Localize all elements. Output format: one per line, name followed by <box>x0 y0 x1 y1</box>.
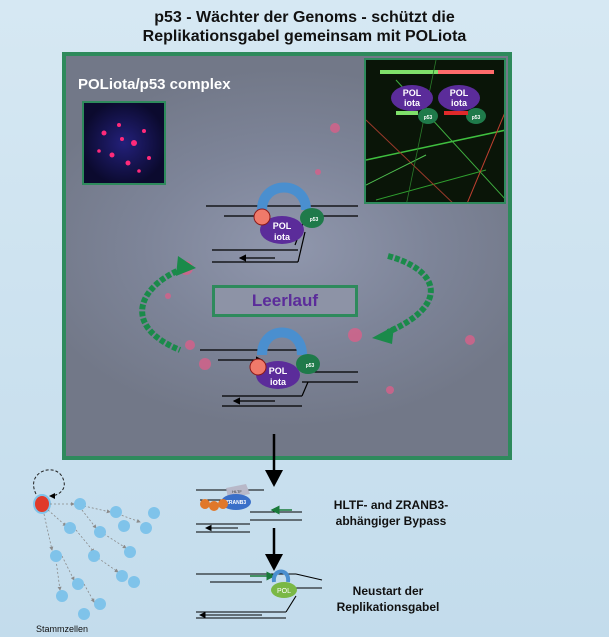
panel-label: POLiota/p53 complex <box>78 76 231 93</box>
pol-label-top: POL <box>273 221 292 231</box>
bypass-fork: HLTF ZRANB3 <box>196 484 302 533</box>
pol-label-bottom: POL <box>269 366 288 376</box>
cycle-arrows <box>139 253 434 353</box>
bottom-fork: POL iota p53 <box>200 327 358 407</box>
svg-text:iota: iota <box>451 98 468 108</box>
bypass-label-line-2: abhängiger Bypass <box>335 514 447 528</box>
nucleus-foci <box>97 123 151 173</box>
svg-text:POL: POL <box>403 88 422 98</box>
top-fork: POL iota p53 <box>206 182 358 263</box>
p53-label-bottom: p53 <box>306 363 315 369</box>
zranb3-label: ZRANB3 <box>226 500 246 506</box>
stem-cells-label: Stammzellen <box>36 624 89 634</box>
iota-label-bottom: iota <box>270 377 287 387</box>
iota-label-top: iota <box>274 232 291 242</box>
restart-fork: POL <box>196 569 323 619</box>
fiber-image: POL iota POL iota p53 p53 <box>366 60 504 202</box>
hltf-label: HLTF <box>232 489 242 494</box>
nucleus-micrograph <box>82 101 166 185</box>
restart-label-line-1: Neustart der <box>352 584 424 598</box>
title-line-1: p53 - Wächter der Genoms - schützt die <box>154 9 455 26</box>
p53-label-top: p53 <box>310 217 319 223</box>
figure-title: p53 - Wächter der Genoms - schützt die R… <box>0 8 609 46</box>
svg-text:p53: p53 <box>424 115 433 121</box>
stem-cell-lineage <box>33 469 160 620</box>
bypass-label: HLTF- and ZRANB3- abhängiger Bypass <box>316 497 466 529</box>
restart-label: Neustart der Replikationsgabel <box>318 583 458 615</box>
svg-text:iota: iota <box>404 98 421 108</box>
fiber-micrograph: POL iota POL iota p53 p53 <box>364 58 506 204</box>
flow-arrows <box>265 434 283 571</box>
background-foci <box>165 123 475 394</box>
bypass-label-line-1: HLTF- and ZRANB3- <box>333 498 449 512</box>
restart-label-line-2: Replikationsgabel <box>336 600 440 614</box>
svg-text:POL: POL <box>450 88 469 98</box>
pol-label-restart: POL <box>277 588 291 595</box>
title-line-2: Replikationsgabel gemeinsam mit POLiota <box>142 28 467 45</box>
svg-text:p53: p53 <box>472 115 481 121</box>
leerlauf-box: Leerlauf <box>212 285 358 317</box>
